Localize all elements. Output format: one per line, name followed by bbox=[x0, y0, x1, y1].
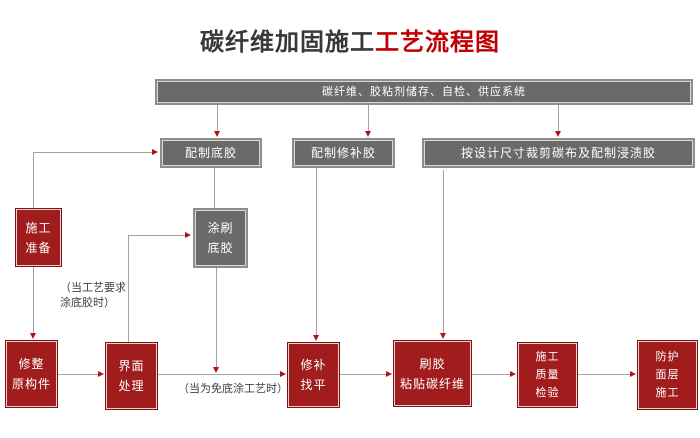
connector-line bbox=[216, 268, 217, 367]
page-title-accent: 工艺流程图 bbox=[375, 29, 500, 56]
node-supply-system: 碳纤维、胶粘剂储存、自检、供应系统 bbox=[155, 79, 693, 105]
node-trim-original-member-line2: 原构件 bbox=[11, 377, 51, 391]
node-prepare-repair-glue: 配制修补胶 bbox=[292, 138, 395, 168]
node-trim-original-member: 修整 原构件 bbox=[5, 340, 58, 408]
connector-line bbox=[33, 152, 152, 153]
node-glue-paste-carbon-fiber-line1: 刷胶 bbox=[419, 356, 446, 371]
node-protective-surface-layer: 防护 面层 施工 bbox=[637, 340, 698, 410]
arrowhead-right-icon bbox=[152, 149, 158, 155]
connector-line bbox=[217, 105, 218, 131]
arrowhead-down-icon bbox=[440, 333, 446, 339]
connector-line bbox=[33, 267, 34, 333]
arrowhead-right-icon bbox=[98, 371, 104, 377]
node-protective-surface-layer-line1: 防护 bbox=[655, 351, 680, 363]
node-trim-original-member-line1: 修整 bbox=[18, 357, 45, 371]
node-quality-inspection: 施工 质量 检验 bbox=[517, 342, 578, 408]
node-supply-system-label: 碳纤维、胶粘剂储存、自检、供应系统 bbox=[322, 86, 526, 98]
connector-line bbox=[316, 167, 317, 335]
connector-line bbox=[578, 374, 630, 375]
arrowhead-down-icon bbox=[213, 367, 219, 373]
node-apply-primer: 涂刷 底胶 bbox=[193, 208, 248, 268]
connector-line bbox=[558, 105, 559, 131]
annotation-primer-required: （当工艺要求 涂底胶时） bbox=[60, 281, 126, 311]
node-prepare-primer-glue: 配制底胶 bbox=[160, 138, 262, 168]
node-glue-paste-carbon-fiber: 刷胶 粘贴碳纤维 bbox=[393, 340, 472, 407]
page-title: 碳纤维加固施工工艺流程图 bbox=[0, 22, 700, 57]
node-apply-primer-line1: 涂刷 bbox=[207, 221, 234, 235]
connector-line bbox=[128, 235, 129, 342]
node-repair-leveling: 修补 找平 bbox=[287, 342, 340, 408]
annotation-primer-required-line2: 涂底胶时） bbox=[60, 297, 115, 309]
arrowhead-right-icon bbox=[510, 371, 516, 377]
node-interface-treatment-line1: 界面 bbox=[118, 359, 145, 373]
arrowhead-down-icon bbox=[555, 131, 561, 137]
connector-line bbox=[33, 152, 34, 208]
arrowhead-down-icon bbox=[313, 335, 319, 341]
arrowhead-down-icon bbox=[30, 333, 36, 339]
connector-line bbox=[368, 105, 369, 131]
node-prepare-repair-glue-label: 配制修补胶 bbox=[310, 146, 376, 160]
node-construction-prep: 施工 准备 bbox=[15, 208, 62, 267]
node-construction-prep-line1: 施工 bbox=[25, 220, 52, 235]
arrowhead-right-icon bbox=[630, 371, 636, 377]
arrowhead-down-icon bbox=[214, 131, 220, 137]
connector-line bbox=[340, 374, 386, 375]
node-cut-carbon-cloth-label: 按设计尺寸裁剪碳布及配制浸渍胶 bbox=[460, 146, 656, 160]
connector-line bbox=[158, 374, 280, 375]
node-interface-treatment-line2: 处理 bbox=[118, 379, 145, 393]
connector-line bbox=[443, 170, 444, 333]
node-protective-surface-layer-line3: 施工 bbox=[655, 387, 680, 399]
node-apply-primer-line2: 底胶 bbox=[207, 241, 234, 255]
annotation-primer-required-line1: （当工艺要求 bbox=[60, 282, 126, 294]
node-quality-inspection-line1: 施工 bbox=[535, 351, 560, 363]
connector-line bbox=[58, 374, 98, 375]
node-quality-inspection-line3: 检验 bbox=[535, 387, 560, 399]
arrowhead-right-icon bbox=[185, 232, 191, 238]
page-title-main: 碳纤维加固施工 bbox=[200, 29, 375, 56]
node-repair-leveling-line1: 修补 bbox=[300, 358, 327, 372]
node-glue-paste-carbon-fiber-line2: 粘贴碳纤维 bbox=[399, 376, 465, 391]
arrowhead-down-icon bbox=[365, 131, 371, 137]
node-prepare-primer-glue-label: 配制底胶 bbox=[184, 146, 237, 160]
node-quality-inspection-line2: 质量 bbox=[535, 369, 560, 381]
node-repair-leveling-line2: 找平 bbox=[300, 378, 327, 392]
node-protective-surface-layer-line2: 面层 bbox=[655, 369, 680, 381]
connector-line bbox=[128, 235, 185, 236]
annotation-no-primer: （当为免底涂工艺时） bbox=[178, 383, 288, 395]
arrowhead-right-icon bbox=[386, 371, 392, 377]
node-cut-carbon-cloth: 按设计尺寸裁剪碳布及配制浸渍胶 bbox=[422, 138, 695, 168]
node-interface-treatment: 界面 处理 bbox=[105, 342, 158, 410]
connector-line bbox=[472, 374, 510, 375]
node-construction-prep-line2: 准备 bbox=[25, 240, 52, 255]
arrowhead-right-icon bbox=[280, 371, 286, 377]
connector-line bbox=[214, 168, 215, 208]
